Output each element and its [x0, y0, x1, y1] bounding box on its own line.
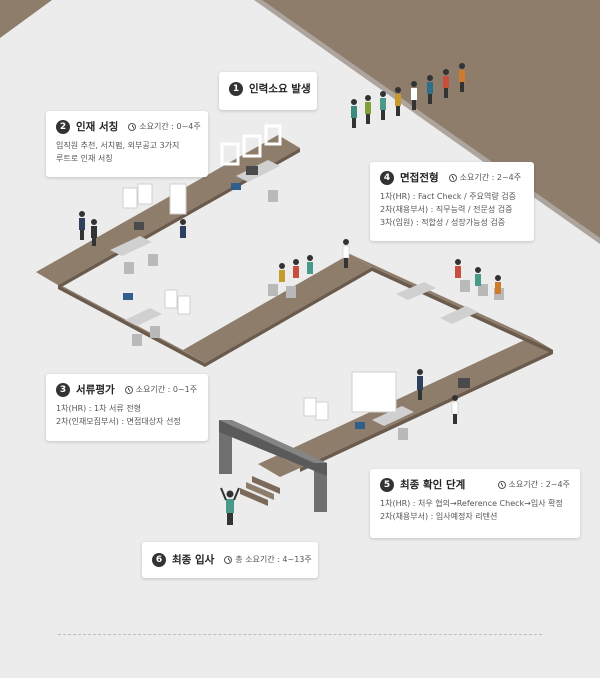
stage-5-card: 5 최종 확인 단계 소요기간 : 2~4주 1차(HR) : 처우 협의→Re…	[370, 469, 580, 538]
clock-icon	[448, 173, 457, 182]
stage-5-line: 2차(채용부서) : 입사예정자 리텐션	[380, 512, 498, 521]
clock-icon	[497, 480, 506, 489]
stage-5-title: 최종 확인 단계	[400, 479, 466, 491]
window-frames	[220, 124, 282, 166]
stage-5-number: 5	[380, 477, 394, 492]
stage-6-duration: 총 소요기간 : 4~13주	[224, 554, 312, 565]
stage-2-number: 2	[56, 119, 70, 134]
entrance-gate	[219, 420, 327, 512]
stage-3-line: 1차(HR) : 1차 서류 전형	[56, 404, 142, 413]
stage-6-number: 6	[152, 552, 166, 567]
top-band	[0, 0, 600, 238]
stage-2-line: 루트로 인재 서칭	[56, 154, 113, 163]
stairs	[240, 476, 280, 506]
stage-3-card: 3 서류평가 소요기간 : 0~1주 1차(HR) : 1차 서류 전형 2차(…	[46, 374, 208, 441]
top-left-tile	[0, 0, 52, 38]
monitors	[134, 166, 470, 388]
people-scattered	[79, 211, 501, 525]
boards	[122, 183, 397, 421]
divider	[58, 634, 542, 635]
stage-4-duration: 소요기간 : 2~4주	[448, 172, 521, 183]
people-queue	[351, 63, 465, 128]
stage-4-title: 면접전형	[400, 172, 439, 184]
stage-2-line: 임직원 추천, 서치펌, 외부공고 3가지	[56, 141, 180, 150]
stage-2-card: 2 인재 서칭 소요기간 : 0~4주 임직원 추천, 서치펌, 외부공고 3가…	[46, 111, 208, 177]
stage-4-number: 4	[380, 170, 394, 185]
stage-3-line: 2차(인재모집부서) : 면접대상자 선정	[56, 417, 181, 426]
stage-4-line: 2차(채용부서) : 직무능력 / 전문성 검증	[380, 205, 513, 214]
boxes	[123, 183, 365, 429]
stage-4-line: 1차(HR) : Fact Check / 주요역량 검증	[380, 192, 516, 201]
stage-3-number: 3	[56, 382, 70, 397]
stage-5-duration: 소요기간 : 2~4주	[497, 479, 570, 490]
stage-1-card: 1 인력소요 발생	[219, 72, 317, 110]
stage-4-card: 4 면접전형 소요기간 : 2~4주 1차(HR) : Fact Check /…	[370, 162, 534, 241]
stage-2-duration: 소요기간 : 0~4주	[128, 121, 201, 132]
clock-icon	[124, 385, 133, 394]
clock-icon	[128, 122, 137, 131]
stage-2-title: 인재 서칭	[76, 121, 119, 133]
stage-1-title: 인력소요 발생	[249, 83, 311, 95]
desks	[110, 160, 478, 426]
clock-icon	[224, 555, 233, 564]
stage-6-card: 6 최종 입사 총 소요기간 : 4~13주	[142, 542, 318, 578]
stage-3-duration: 소요기간 : 0~1주	[124, 384, 197, 395]
stage-4-line: 3차(임원) : 적합성 / 성장가능성 검증	[380, 218, 506, 227]
stage-3-title: 서류평가	[76, 384, 115, 396]
stage-1-number: 1	[229, 81, 243, 96]
process-path	[36, 135, 553, 477]
stage-6-title: 최종 입사	[172, 554, 215, 566]
stage-5-line: 1차(HR) : 처우 협의→Reference Check→입사 확정	[380, 499, 563, 508]
